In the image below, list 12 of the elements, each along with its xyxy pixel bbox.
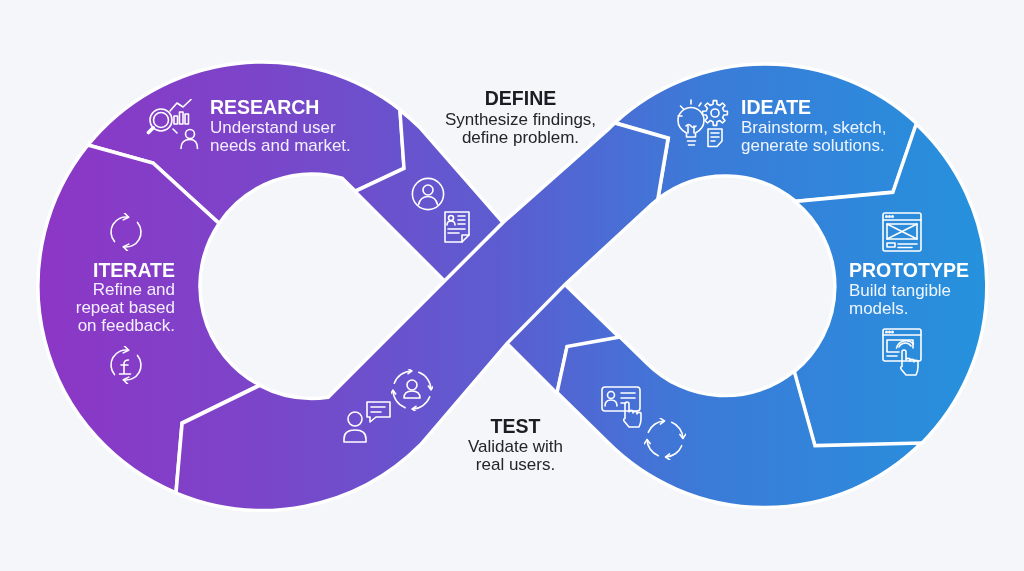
stage-description: Brainstorm, sketch, generate solutions. bbox=[741, 119, 888, 155]
stage-description: Build tangible models. bbox=[849, 282, 953, 318]
stage-title: RESEARCH bbox=[210, 96, 321, 118]
stage-title: TEST bbox=[490, 415, 541, 437]
stage-description: Synthesize findings, define problem. bbox=[444, 111, 597, 147]
stage-description: Validate with real users. bbox=[467, 438, 564, 474]
stage-description: Refine and repeat based on feedback. bbox=[74, 281, 175, 335]
stage-title: IDEATE bbox=[741, 96, 813, 118]
stage-title: DEFINE bbox=[484, 87, 557, 109]
stage-title: PROTOTYPE bbox=[849, 259, 970, 281]
stage-description: Understand user needs and market. bbox=[210, 119, 352, 155]
stage-title: ITERATE bbox=[92, 259, 175, 281]
